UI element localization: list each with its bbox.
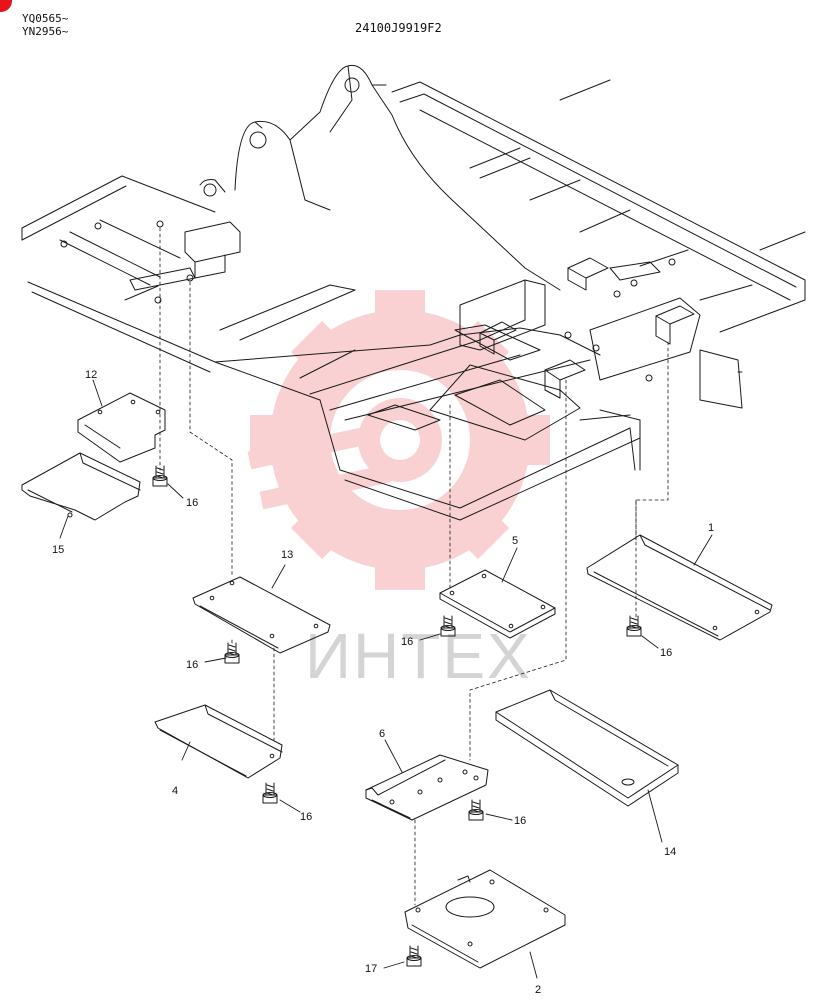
part-2-plate bbox=[404, 869, 566, 969]
bolt-16-b bbox=[224, 642, 240, 664]
callout-1: 1 bbox=[708, 522, 714, 534]
callout-16: 16 bbox=[514, 815, 526, 827]
main-frame-assembly bbox=[21, 64, 806, 521]
callout-16: 16 bbox=[186, 659, 198, 671]
callout-16: 16 bbox=[401, 636, 413, 648]
serial-range-2: YN2956~ bbox=[22, 25, 69, 38]
bolt-16-e bbox=[262, 782, 278, 804]
watermark-logo: ИНТЕХ bbox=[247, 290, 550, 692]
callout-12: 12 bbox=[85, 369, 97, 381]
part-14-plate bbox=[495, 689, 679, 807]
callout-13: 13 bbox=[281, 549, 293, 561]
bolt-17 bbox=[406, 945, 422, 967]
part-1-plate bbox=[586, 534, 773, 641]
watermark-gear-icon bbox=[247, 290, 550, 590]
part-12-plate bbox=[77, 392, 166, 463]
callout-17: 17 bbox=[365, 963, 377, 975]
watermark-text: ИНТЕХ bbox=[305, 620, 532, 692]
callout-14: 14 bbox=[664, 846, 676, 858]
callout-4: 4 bbox=[172, 785, 178, 797]
callout-labels: 12 15 16 13 16 4 16 5 16 1 16 6 16 14 17… bbox=[52, 369, 714, 996]
callout-16: 16 bbox=[300, 811, 312, 823]
bolt-16-c bbox=[440, 615, 456, 637]
part-6-plate bbox=[365, 754, 489, 821]
callout-6: 6 bbox=[379, 728, 385, 740]
drawing-number: 24100J9919F2 bbox=[355, 21, 442, 35]
bolt-16-d bbox=[626, 615, 642, 637]
callout-5: 5 bbox=[512, 535, 518, 547]
callout-15: 15 bbox=[52, 544, 64, 556]
serial-range-1: YQ0565~ bbox=[22, 12, 69, 25]
part-15-plate bbox=[21, 452, 141, 521]
callout-16: 16 bbox=[660, 647, 672, 659]
part-13-plate bbox=[192, 576, 331, 654]
assembly-leader-lines bbox=[159, 227, 669, 906]
bolt-16-a bbox=[152, 465, 168, 487]
callout-16: 16 bbox=[186, 497, 198, 509]
callout-leaders bbox=[59, 379, 713, 979]
callout-2: 2 bbox=[535, 984, 541, 996]
part-4-plate bbox=[154, 704, 283, 779]
part-5-plate bbox=[439, 569, 556, 639]
bolt-16-f bbox=[468, 799, 484, 821]
